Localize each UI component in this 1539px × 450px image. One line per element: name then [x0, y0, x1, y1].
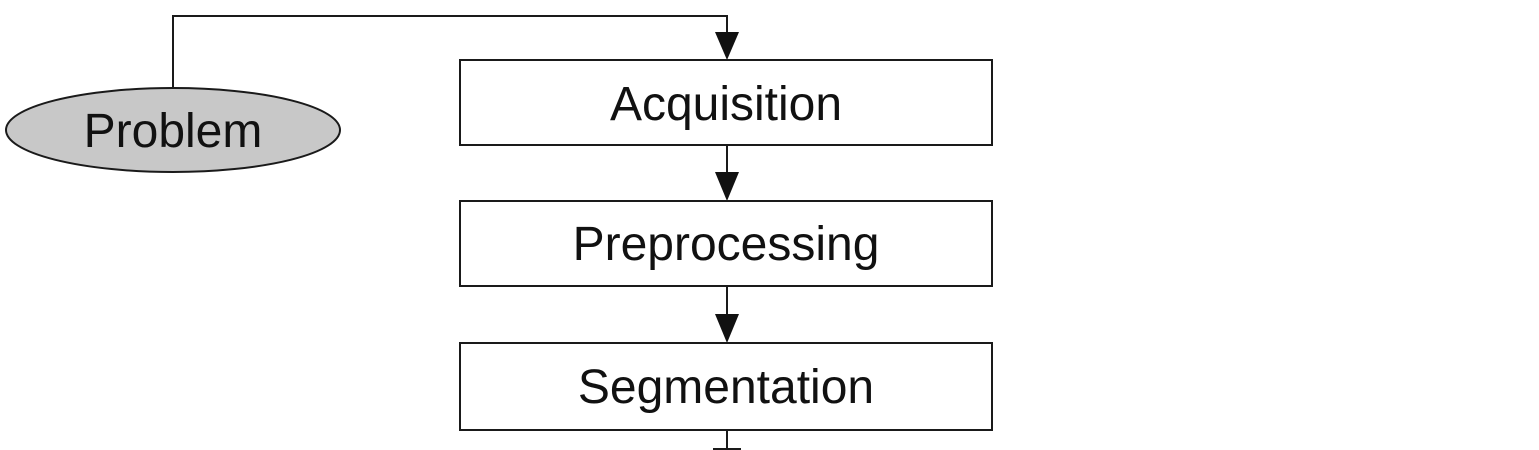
segmentation-label: Segmentation: [578, 361, 874, 414]
segmentation-box: [459, 342, 993, 431]
node-preprocessing: Preprocessing: [459, 200, 993, 287]
arrowhead-preprocessing: [715, 172, 739, 201]
preprocessing-label: Preprocessing: [573, 218, 880, 271]
acquisition-label: Acquisition: [610, 78, 842, 131]
problem-label: Problem: [84, 105, 263, 158]
node-acquisition: Acquisition: [459, 59, 993, 146]
node-segmentation: Segmentation: [459, 342, 993, 431]
arrowhead-acquisition: [715, 32, 739, 60]
arrowhead-segmentation: [715, 314, 739, 343]
acquisition-box: [459, 59, 993, 146]
edge-problem-to-acquisition: [172, 15, 728, 90]
preprocessing-box: [459, 200, 993, 287]
node-problem: Problem: [5, 87, 341, 173]
problem-ellipse: [5, 87, 341, 173]
